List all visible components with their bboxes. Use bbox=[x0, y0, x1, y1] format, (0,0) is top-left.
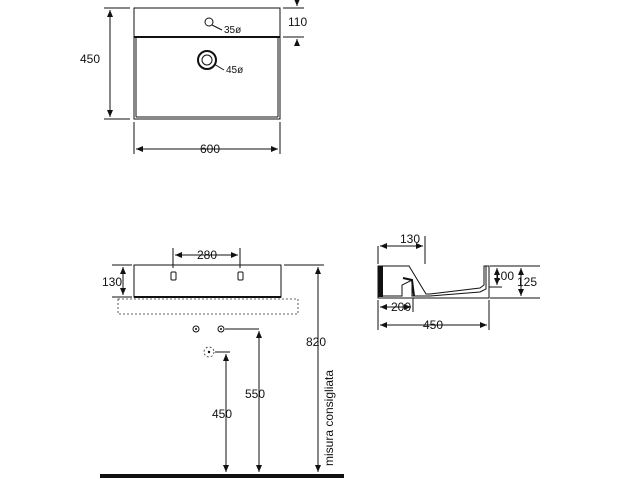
side-basin-dim: 200 bbox=[391, 300, 411, 314]
drain-hole bbox=[197, 50, 217, 70]
counter-top bbox=[117, 298, 299, 315]
waste-lower-dim: 450 bbox=[212, 407, 232, 421]
drain-hole-label: 45ø bbox=[226, 65, 243, 76]
side-view: 130 200 450 100 125 bbox=[377, 232, 540, 332]
top-deck-dim: 110 bbox=[288, 15, 307, 29]
side-overall-height-dim: 125 bbox=[517, 275, 537, 289]
floor-line bbox=[100, 474, 344, 478]
front-height-dim: 130 bbox=[102, 275, 122, 289]
front-view: 280 130 550 450 820 misura consigliata bbox=[100, 248, 344, 478]
holes-spacing-dim: 280 bbox=[197, 248, 217, 262]
install-height-dim: 820 bbox=[306, 335, 326, 349]
basin-section bbox=[377, 265, 490, 299]
basin-front bbox=[133, 264, 282, 298]
top-width-dim: 600 bbox=[200, 142, 220, 156]
waste-upper-dim: 550 bbox=[245, 387, 265, 401]
tap-hole bbox=[204, 17, 214, 27]
top-depth-dim: 450 bbox=[80, 52, 100, 66]
basin-outline bbox=[133, 7, 281, 120]
top-view: 35ø 45ø 450 600 110 bbox=[80, 0, 307, 156]
tap-hole-label: 35ø bbox=[224, 25, 241, 36]
waste-outlet bbox=[203, 346, 215, 358]
recommended-label: misura consigliata bbox=[322, 370, 336, 466]
side-overall-depth-dim: 450 bbox=[423, 318, 443, 332]
side-inner-height-dim: 100 bbox=[494, 269, 514, 283]
side-deck-dim: 130 bbox=[400, 232, 420, 246]
